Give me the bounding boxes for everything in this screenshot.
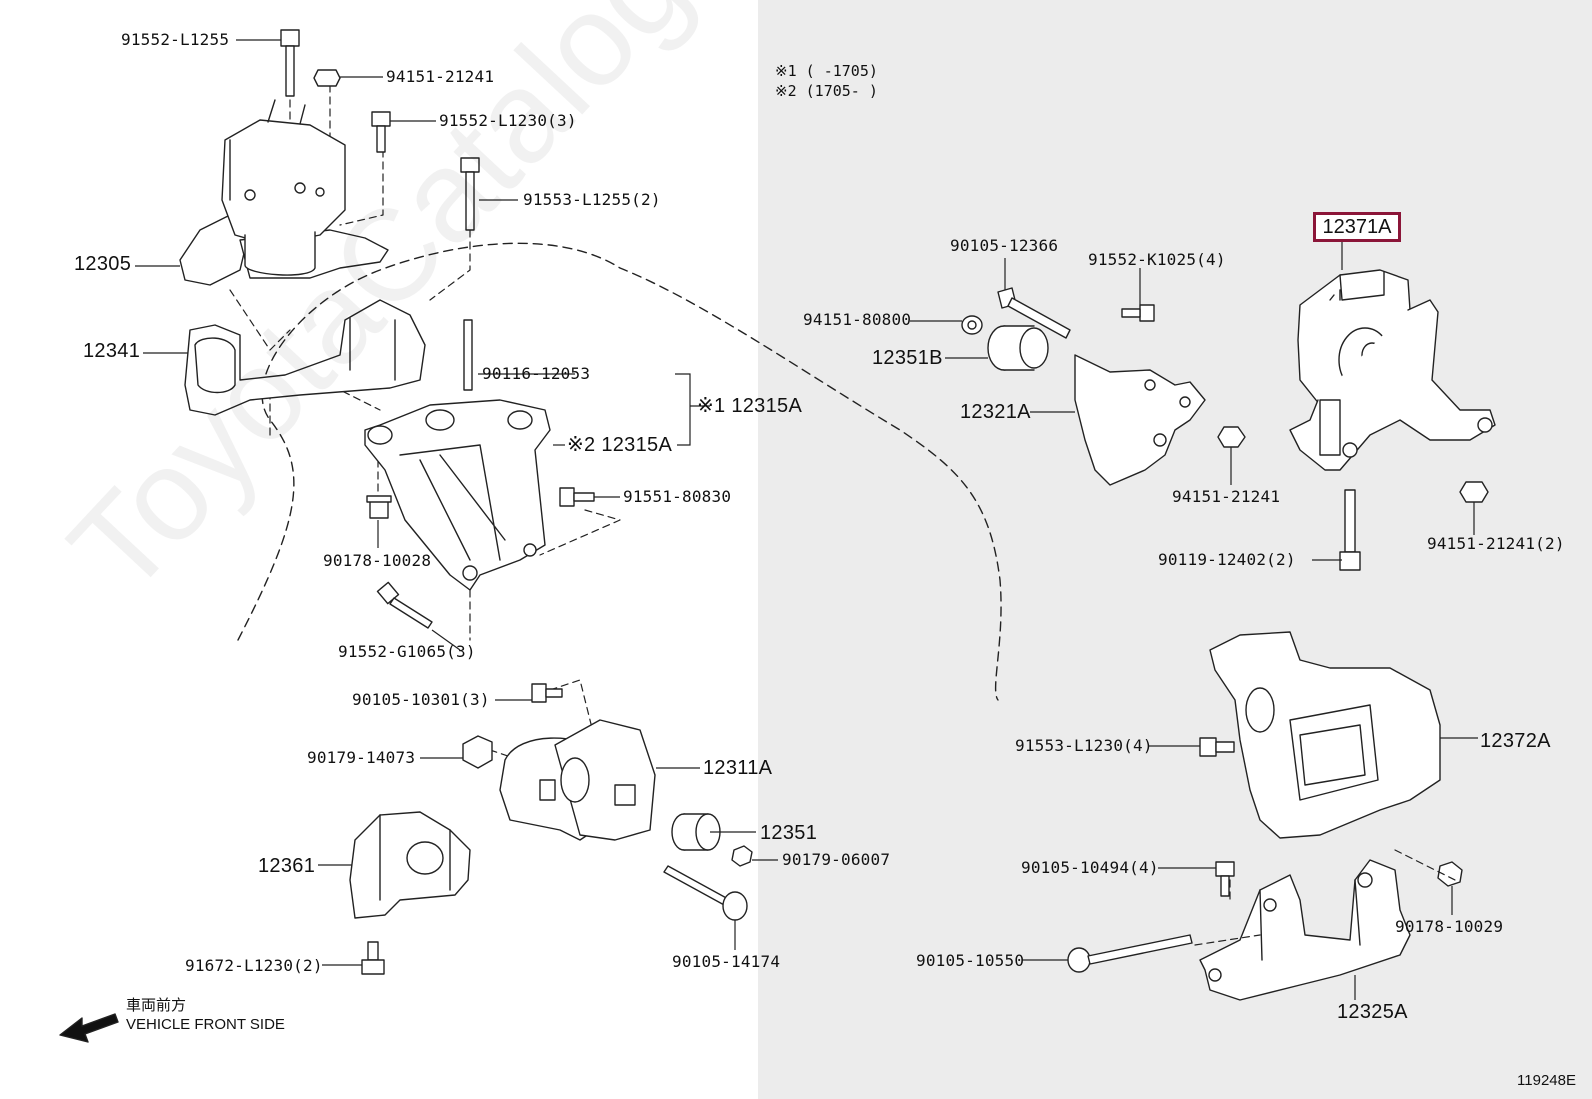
vehicle-front-arrow (59, 1013, 119, 1043)
label-90116-12053[interactable]: 90116-12053 (482, 364, 591, 383)
part-12341-drawing (184, 299, 426, 416)
bolt-91553-L1255 (460, 157, 480, 231)
label-91552-L1255[interactable]: 91552-L1255 (121, 30, 230, 49)
bolt-90119-12402 (1339, 489, 1361, 571)
bolt-90105-10494 (1215, 861, 1235, 897)
label-91553-L1255[interactable]: 91553-L1255(2) (523, 190, 661, 209)
label-90105-10494[interactable]: 90105-10494(4) (1021, 858, 1159, 877)
label-leaders (135, 39, 1478, 1000)
part-12372A-drawing (1209, 631, 1441, 839)
figure-id: 119248E (1517, 1072, 1576, 1089)
nut-94151-21241-mid (1217, 426, 1246, 448)
label-91672-L1230[interactable]: 91672-L1230(2) (185, 956, 323, 975)
label-12305[interactable]: 12305 (74, 253, 132, 275)
highlighted-part-label-12371A[interactable]: 12371A (1313, 212, 1401, 242)
label-12321A[interactable]: 12321A (960, 401, 1031, 423)
label-12372A[interactable]: 12372A (1480, 730, 1551, 752)
label-91553-L1230[interactable]: 91553-L1230(4) (1015, 736, 1153, 755)
label-91552-L1230[interactable]: 91552-L1230(3) (439, 111, 577, 130)
label-12315A-1[interactable]: ※1 12315A (697, 395, 803, 417)
bolt-91552-L1255 (280, 29, 300, 97)
part-12351B-drawing (987, 325, 1049, 371)
nut-94151-21241-top (313, 69, 341, 87)
part-12321A-drawing (1074, 354, 1206, 486)
part-12311A-drawing (499, 719, 656, 841)
label-90105-12366[interactable]: 90105-12366 (950, 236, 1059, 255)
bolt-90105-10550 (1067, 934, 1193, 973)
vehicle-front-label-jp: 車両前方 (126, 996, 187, 1014)
label-91552-K1025[interactable]: 91552-K1025(4) (1088, 250, 1226, 269)
label-90178-10029[interactable]: 90178-10029 (1395, 917, 1504, 936)
bolt-91672-L1230 (361, 941, 385, 975)
bolt-90105-12366 (997, 287, 1071, 339)
part-12351-drawing (671, 813, 721, 851)
label-94151-80800[interactable]: 94151-80800 (803, 310, 912, 329)
label-12351[interactable]: 12351 (760, 822, 818, 844)
nut-90179-14073 (462, 735, 493, 769)
part-12371A-drawing (1289, 269, 1496, 471)
bolt-91551-80830 (559, 487, 595, 507)
nut-94151-21241-right (1459, 481, 1489, 503)
bolt-90105-10301 (531, 683, 563, 703)
label-94151-21241-right[interactable]: 94151-21241(2) (1427, 534, 1565, 553)
label-90178-10028[interactable]: 90178-10028 (323, 551, 432, 570)
label-91552-G1065[interactable]: 91552-G1065(3) (338, 642, 476, 661)
vehicle-front-label-en: VEHICLE FRONT SIDE (126, 1016, 285, 1033)
label-90105-10550[interactable]: 90105-10550 (916, 951, 1025, 970)
label-94151-21241-top[interactable]: 94151-21241 (386, 67, 495, 86)
nut-90178-10029 (1437, 861, 1463, 887)
nut-90178-10028 (366, 495, 392, 519)
label-90179-06007[interactable]: 90179-06007 (782, 850, 891, 869)
footnote-2: ※2 (1705- ) (775, 82, 878, 100)
footnote-1: ※1 ( -1705) (775, 62, 878, 80)
label-12325A[interactable]: 12325A (1337, 1001, 1408, 1023)
label-12311A[interactable]: 12311A (703, 757, 773, 779)
bolt-91552-G1065 (376, 581, 433, 629)
label-12351B[interactable]: 12351B (872, 347, 943, 369)
label-94151-21241-mid[interactable]: 94151-21241 (1172, 487, 1281, 506)
nut-90179-06007 (731, 845, 753, 867)
bolt-91553-L1230 (1199, 737, 1235, 757)
label-91551-80830[interactable]: 91551-80830 (623, 487, 732, 506)
nut-94151-80800 (961, 315, 983, 335)
label-12315A-2[interactable]: ※2 12315A (567, 434, 673, 456)
label-90105-14174[interactable]: 90105-14174 (672, 952, 781, 971)
bolt-91552-L1230 (371, 111, 391, 153)
part-12361-drawing (349, 811, 471, 919)
right-panel-background (758, 0, 1592, 1099)
part-12325A-drawing (1199, 859, 1411, 1001)
label-12361[interactable]: 12361 (258, 855, 316, 877)
part-12315A-drawing (364, 399, 551, 591)
label-90105-10301[interactable]: 90105-10301(3) (352, 690, 490, 709)
label-90119-12402[interactable]: 90119-12402(2) (1158, 550, 1296, 569)
bolt-91552-K1025 (1121, 304, 1155, 322)
label-12341[interactable]: 12341 (83, 340, 141, 362)
engine-outline (237, 242, 1002, 701)
label-90179-14073[interactable]: 90179-14073 (307, 748, 416, 767)
bolt-90105-14174 (663, 865, 748, 921)
part-12305-drawing (179, 99, 389, 286)
